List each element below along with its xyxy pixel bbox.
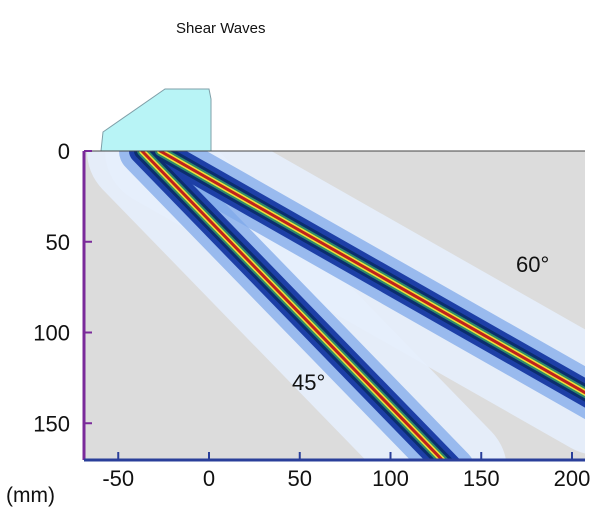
y-tick-label: 150 bbox=[33, 411, 70, 436]
x-tick-label: 100 bbox=[372, 466, 409, 491]
x-tick-label: 150 bbox=[463, 466, 500, 491]
x-axis-ticks: -50 0 50 100 150 200 bbox=[102, 452, 590, 491]
beam-label-60: 60° bbox=[516, 252, 549, 277]
x-tick-label: -50 bbox=[102, 466, 134, 491]
beam-45-layer bbox=[140, 151, 445, 460]
x-tick-label: 50 bbox=[288, 466, 312, 491]
units-label: (mm) bbox=[6, 484, 55, 507]
y-tick-label: 50 bbox=[46, 230, 70, 255]
beam-group bbox=[87, 151, 585, 460]
y-tick-label: 0 bbox=[58, 139, 70, 164]
x-tick-label: 200 bbox=[554, 466, 591, 491]
y-tick-label: 100 bbox=[33, 321, 70, 346]
beam-60-layer bbox=[158, 151, 585, 395]
beam-label-45: 45° bbox=[292, 370, 325, 395]
diagram-title: Shear Waves bbox=[176, 20, 265, 37]
y-axis-ticks: 0 50 100 150 bbox=[33, 139, 92, 436]
x-tick-label: 0 bbox=[203, 466, 215, 491]
probe-wedge bbox=[100, 88, 212, 152]
